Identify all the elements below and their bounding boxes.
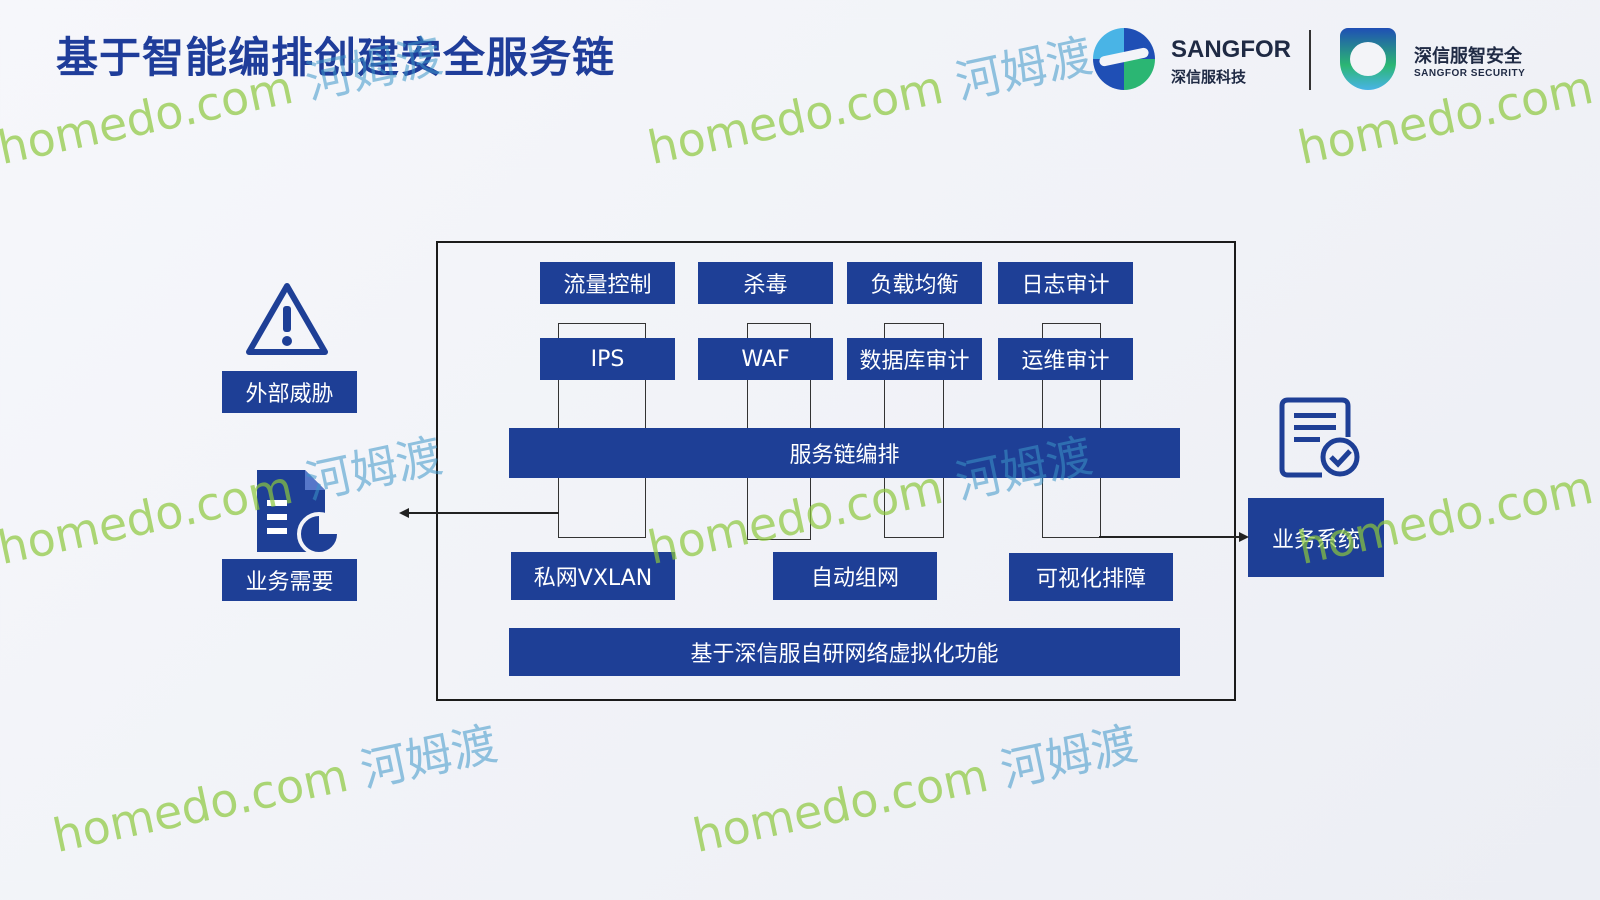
service-log-audit: 日志审计 [998,262,1133,304]
sangfor-logo-sub: 深信服科技 [1171,68,1247,86]
arrow-line-left [408,512,559,514]
security-logo-sub: SANGFOR SECURITY [1414,68,1526,79]
warning-icon [246,283,328,355]
watermark: homedo.com 河姆渡 [0,428,447,576]
arrow-head-right [1239,532,1249,542]
arrow-line-right [1099,536,1239,538]
service-load-balance: 负载均衡 [847,262,982,304]
page-title: 基于智能编排创建安全服务链 [56,33,616,82]
service-db-audit: 数据库审计 [847,338,982,380]
service-antivirus: 杀毒 [698,262,833,304]
verified-document-icon [1279,397,1360,478]
service-traffic-control: 流量控制 [540,262,675,304]
security-logo-name: 深信服智安全 [1414,46,1522,67]
service-waf: WAF [698,338,833,380]
business-need-label: 业务需要 [222,559,357,601]
service-chain-orchestration: 服务链编排 [509,428,1180,478]
document-chart-icon [257,470,341,556]
business-system-box: 业务系统 [1248,498,1384,577]
watermark: homedo.com 河姆渡 [688,716,1142,864]
logo-divider [1309,30,1311,90]
external-threat-label: 外部威胁 [222,371,357,413]
network-visual-troubleshoot: 可视化排障 [1009,553,1173,601]
watermark: homedo.com 河姆渡 [643,28,1097,176]
service-ips: IPS [540,338,675,380]
network-vxlan: 私网VXLAN [511,552,675,600]
service-chain-frame [436,241,1236,701]
sangfor-logo-name: SANGFOR [1171,36,1291,63]
sangfor-logo: SANGFOR 深信服科技 [1093,28,1293,92]
service-ops-audit: 运维审计 [998,338,1133,380]
watermark: homedo.com 河姆渡 [48,716,502,864]
arrow-head-left [399,508,409,518]
sangfor-security-logo: 深信服智安全 SANGFOR SECURITY [1340,28,1540,92]
network-virtualization-base: 基于深信服自研网络虚拟化功能 [509,628,1180,676]
network-auto-networking: 自动组网 [773,552,937,600]
shield-icon [1340,28,1396,90]
sangfor-globe-icon [1093,28,1155,90]
